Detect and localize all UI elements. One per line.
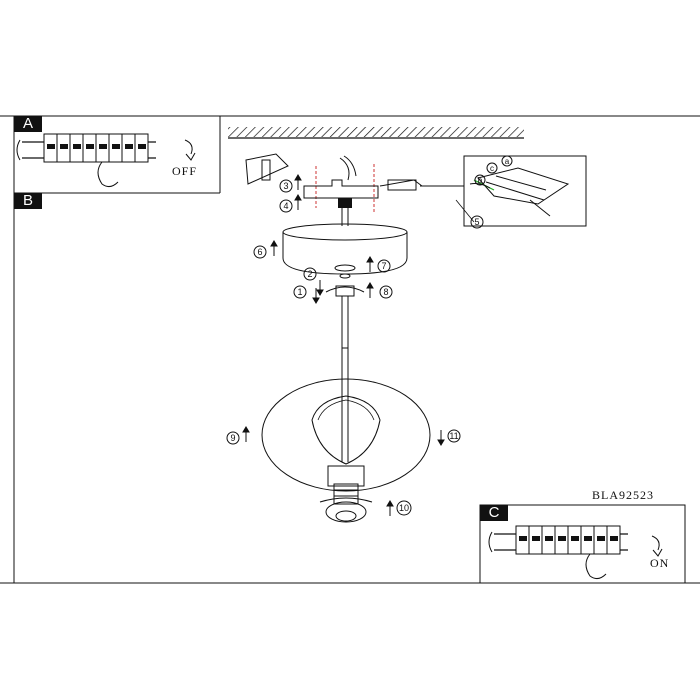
switch-on-text: ON bbox=[650, 556, 670, 570]
glass-shade bbox=[261, 378, 431, 492]
panel-c-frame bbox=[479, 504, 686, 584]
step-10-callout bbox=[396, 500, 412, 516]
suspension-rod bbox=[325, 200, 365, 462]
step-5-callout bbox=[470, 215, 484, 229]
switch-off-text: OFF bbox=[172, 164, 198, 178]
ceiling-hatch bbox=[228, 127, 524, 137]
section-a-label: A bbox=[14, 116, 42, 132]
step-6-number: 6 bbox=[257, 247, 262, 257]
step-4-callout bbox=[279, 199, 293, 213]
detail-c-letter: c bbox=[490, 164, 494, 173]
step-6-callout bbox=[253, 245, 267, 259]
wall-plug-detail bbox=[245, 153, 357, 185]
detail-a-callout bbox=[501, 155, 513, 167]
step-8-callout bbox=[379, 285, 393, 299]
panel-a-terminal-block bbox=[16, 133, 196, 188]
step-9-number: 9 bbox=[230, 433, 235, 443]
step-10-number: 10 bbox=[399, 503, 409, 513]
panel-c-terminal-block bbox=[488, 525, 663, 580]
detail-a-letter: a bbox=[505, 157, 510, 166]
step-11-number: 11 bbox=[449, 431, 458, 441]
step-7-number: 7 bbox=[381, 261, 386, 271]
detail-b-callout bbox=[474, 174, 486, 186]
mounting-bracket bbox=[303, 164, 464, 214]
step-2-callout bbox=[303, 267, 317, 281]
step-1-number: 1 bbox=[297, 287, 302, 297]
lampholder bbox=[319, 465, 373, 523]
rotate-arrow-icon bbox=[185, 152, 196, 161]
connection-detail-inset bbox=[455, 155, 587, 227]
connector-block bbox=[387, 179, 417, 191]
section-c-label: C bbox=[480, 505, 508, 521]
detail-c-callout bbox=[486, 162, 498, 174]
canopy bbox=[282, 223, 408, 275]
step-4-number: 4 bbox=[283, 201, 288, 211]
detail-b-letter: b bbox=[478, 176, 483, 185]
section-b-label: B bbox=[14, 193, 42, 209]
step-11-callout bbox=[447, 429, 461, 443]
step-3-number: 3 bbox=[283, 181, 288, 191]
step-9-callout bbox=[226, 431, 240, 445]
step-5-number: 5 bbox=[474, 217, 479, 227]
step-7-callout bbox=[377, 259, 391, 273]
step-2-number: 2 bbox=[307, 269, 312, 279]
step-1-callout bbox=[293, 285, 307, 299]
step-3-callout bbox=[279, 179, 293, 193]
hand-outline bbox=[97, 161, 119, 188]
step-8-number: 8 bbox=[383, 287, 388, 297]
model-number: BLA92523 bbox=[592, 488, 654, 502]
